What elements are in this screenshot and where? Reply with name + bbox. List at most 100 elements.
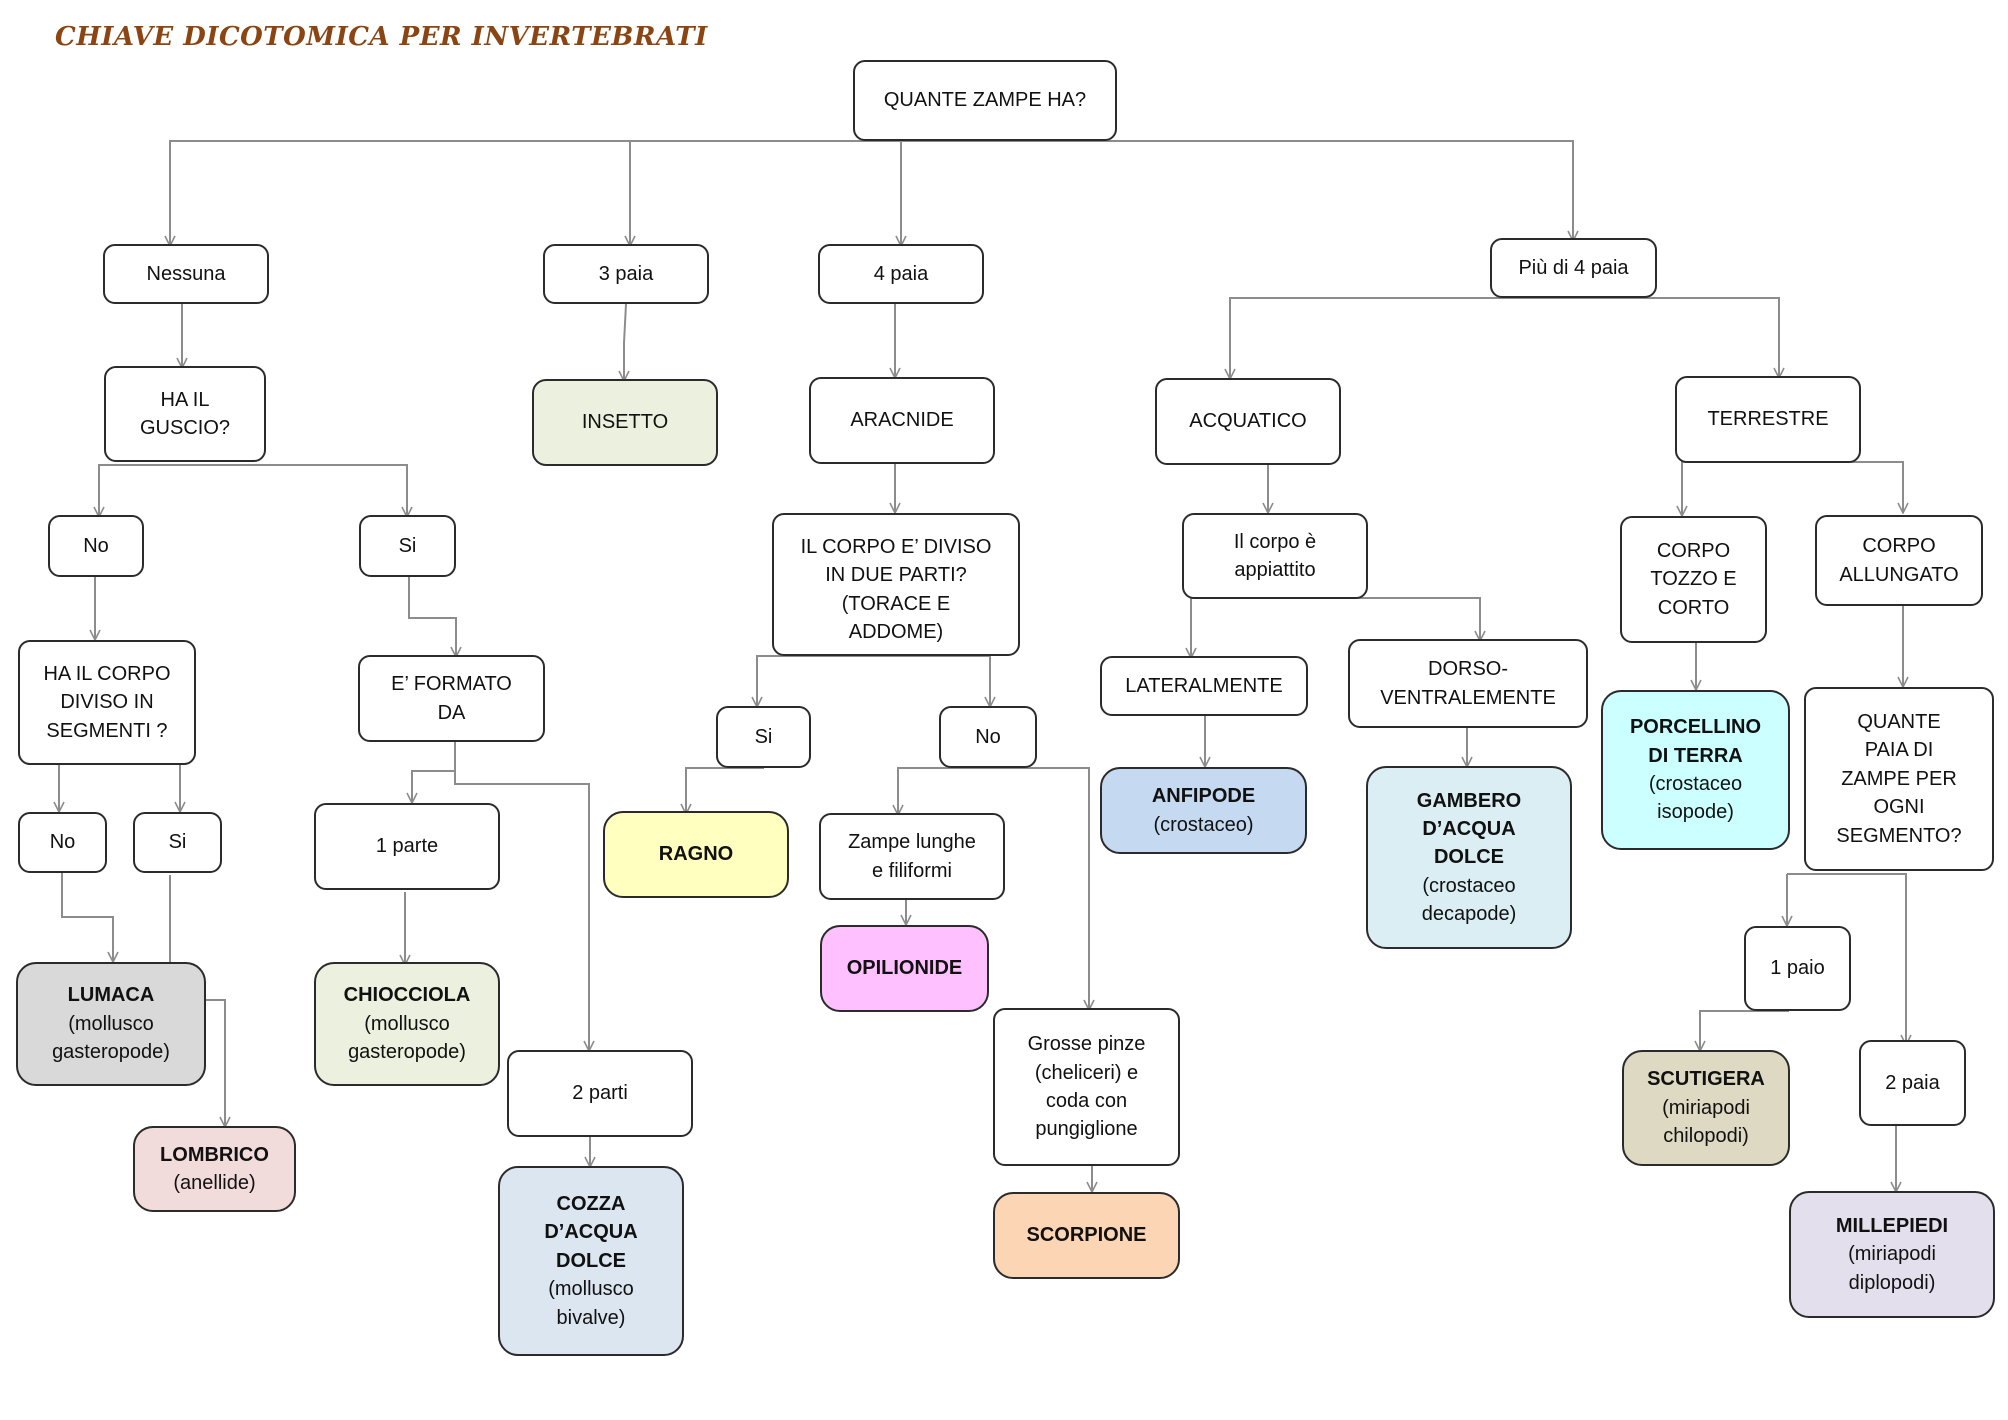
node-corpo-si-label: Si: [754, 725, 773, 748]
diagram-title: CHIAVE DICOTOMICA PER INVERTEBRATI: [55, 22, 708, 52]
edge-piu4-acquatico: [1230, 297, 1540, 379]
result-insetto: INSETTO: [532, 379, 718, 466]
node-formato-da: E’ FORMATO DA: [358, 655, 545, 742]
node-grosse-pinze: Grosse pinze (cheliceri) e coda con pung…: [993, 1008, 1180, 1166]
node-formato-da-label: E’ FORMATO DA: [391, 673, 512, 724]
node-1parte: 1 parte: [314, 803, 500, 890]
result-lombrico: LOMBRICO (anellide): [133, 1126, 296, 1212]
node-corpo-diviso-question: IL CORPO E’ DIVISO IN DUE PARTI? (TORACE…: [772, 513, 1020, 656]
result-cozza-sub: (mollusco bivalve): [548, 1278, 634, 1329]
result-millepiedi-name: MILLEPIEDI: [1835, 1214, 1949, 1237]
node-tozzo-label: CORPO TOZZO E CORTO: [1650, 539, 1737, 619]
node-lateralmente-label: LATERALMENTE: [1125, 674, 1283, 697]
node-aracnide-label: ARACNIDE: [850, 409, 954, 432]
edge-formato-2parti: [454, 742, 589, 1051]
result-porcellino-sub: (crostaceo isopode): [1648, 773, 1743, 824]
edge-guscio-no: [99, 464, 270, 517]
node-nessuna-label: Nessuna: [146, 262, 226, 285]
result-millepiedi-sub: (miriapodi diplopodi): [1848, 1243, 1936, 1294]
edge-1paio-scutigera: [1700, 1010, 1789, 1051]
node-corpo-si: Si: [716, 706, 811, 768]
result-insetto-label: INSETTO: [581, 411, 669, 434]
edge-appiattito-dorso: [1278, 597, 1480, 641]
result-porcellino: PORCELLINO DI TERRA (crostaceo isopode): [1601, 690, 1790, 850]
node-1parte-label: 1 parte: [375, 835, 439, 858]
node-corpo-diviso-question-label: IL CORPO E’ DIVISO IN DUE PARTI? (TORACE…: [800, 536, 992, 644]
node-4paia-label: 4 paia: [873, 262, 929, 285]
node-piu4paia: Più di 4 paia: [1490, 238, 1657, 298]
node-root: QUANTE ZAMPE HA?: [853, 60, 1117, 141]
result-lumaca-sub: (mollusco gasteropode): [52, 1012, 170, 1064]
node-lateralmente: LATERALMENTE: [1100, 656, 1308, 716]
node-guscio-si-label: Si: [398, 534, 417, 557]
edge-corpo-no: [860, 655, 990, 707]
node-2paia-label: 2 paia: [1885, 1071, 1940, 1094]
node-acquatico: ACQUATICO: [1155, 378, 1341, 465]
node-terrestre-label: TERRESTRE: [1707, 408, 1829, 431]
node-corpo-no: No: [939, 706, 1037, 768]
node-guscio-si: Si: [359, 515, 456, 577]
node-guscio-no: No: [48, 515, 144, 577]
result-chiocciola: CHIOCCIOLA (mollusco gasteropode): [314, 962, 500, 1086]
edge-segno-lumaca: [61, 865, 113, 962]
edge-no-zampe: [898, 767, 990, 815]
node-terrestre: TERRESTRE: [1675, 376, 1861, 463]
node-guscio-question: HA IL GUSCIO?: [104, 366, 266, 462]
edge-no-pinze: [990, 767, 1089, 1010]
edge-root-piu4: [900, 140, 1573, 241]
result-millepiedi: MILLEPIEDI (miriapodi diplopodi): [1789, 1191, 1995, 1318]
result-opilionide-name: OPILIONIDE: [846, 957, 963, 980]
node-2paia: 2 paia: [1859, 1040, 1966, 1126]
node-grosse-pinze-label: Grosse pinze (cheliceri) e coda con pung…: [1027, 1033, 1146, 1141]
edge-si-ragno: [686, 767, 764, 814]
edge-formato-1parte: [412, 742, 456, 803]
node-segmenti-si: Si: [133, 812, 222, 873]
result-scorpione: SCORPIONE: [993, 1192, 1180, 1279]
result-cozza-name: COZZA D’ACQUA DOLCE: [544, 1193, 638, 1272]
node-zampe-lunghe-label: Zampe lunghe e filiformi: [848, 831, 976, 882]
edge-paia-2paia: [1787, 873, 1906, 1045]
node-appiattito: Il corpo è appiattito: [1182, 513, 1368, 599]
result-anfipode-name: ANFIPODE: [1151, 785, 1256, 808]
node-paia-question-label: QUANTE PAIA DI ZAMPE PER OGNI SEGMENTO?: [1836, 711, 1962, 847]
result-scutigera-name: SCUTIGERA: [1647, 1068, 1765, 1091]
edge-root-3paia: [630, 140, 900, 246]
result-gambero: GAMBERO D’ACQUA DOLCE (crostaceo decapod…: [1366, 766, 1572, 949]
node-segmenti-question-label: HA IL CORPO DIVISO IN SEGMENTI ?: [43, 662, 171, 742]
node-allungato: CORPO ALLUNGATO: [1815, 515, 1983, 606]
node-root-label: QUANTE ZAMPE HA?: [883, 89, 1087, 112]
edge-terrestre-allungato: [1780, 461, 1903, 513]
node-allungato-label: CORPO ALLUNGATO: [1839, 535, 1959, 586]
node-2parti: 2 parti: [507, 1050, 693, 1137]
edge-root-4paia: [900, 140, 901, 246]
edge-corpo-si: [757, 655, 860, 707]
result-scutigera: SCUTIGERA (miriapodi chilopodi): [1622, 1050, 1790, 1166]
result-porcellino-name: PORCELLINO DI TERRA: [1629, 716, 1762, 767]
node-2parti-label: 2 parti: [572, 1082, 628, 1105]
node-corpo-no-label: No: [975, 725, 1001, 748]
result-lumaca-name: LUMACA: [67, 984, 155, 1007]
node-segmenti-no: No: [18, 812, 107, 873]
node-zampe-lunghe: Zampe lunghe e filiformi: [819, 813, 1005, 900]
node-guscio-no-label: No: [83, 534, 109, 557]
edge-terrestre-tozzo: [1682, 461, 1780, 516]
result-ragno-name: RAGNO: [658, 843, 734, 866]
result-opilionide: OPILIONIDE: [820, 925, 989, 1012]
result-lumaca: LUMACA (mollusco gasteropode): [16, 962, 206, 1086]
edge-3paia-insetto: [624, 303, 626, 381]
node-1paio: 1 paio: [1744, 926, 1851, 1011]
node-nessuna: Nessuna: [103, 244, 269, 304]
node-guscio-question-label: HA IL GUSCIO?: [139, 388, 231, 439]
node-paia-question: QUANTE PAIA DI ZAMPE PER OGNI SEGMENTO?: [1804, 687, 1994, 871]
node-piu4paia-label: Più di 4 paia: [1518, 256, 1629, 279]
node-1paio-label: 1 paio: [1770, 957, 1825, 980]
edge-root-nessuna: [170, 140, 900, 246]
result-chiocciola-sub: (mollusco gasteropode): [348, 1012, 466, 1064]
result-scutigera-sub: (miriapodi chilopodi): [1662, 1096, 1750, 1148]
result-ragno: RAGNO: [603, 811, 789, 898]
edge-piu4-terrestre: [1540, 297, 1779, 378]
node-aracnide: ARACNIDE: [809, 377, 995, 464]
node-tozzo: CORPO TOZZO E CORTO: [1620, 516, 1767, 643]
node-dorso-ventralmente: DORSO- VENTRALEMENTE: [1348, 639, 1588, 728]
